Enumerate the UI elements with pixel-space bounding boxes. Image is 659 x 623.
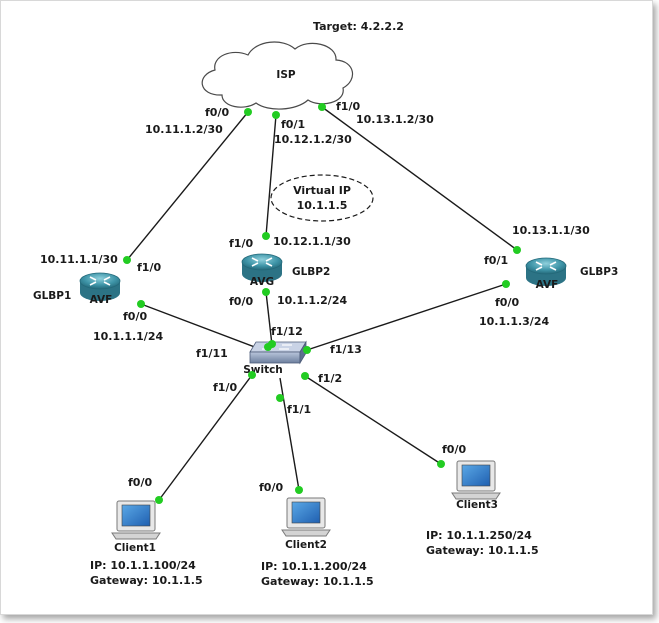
label-r1-f10: f1/0 <box>137 261 161 274</box>
port-dot <box>268 340 276 348</box>
label-r2-f10: f1/0 <box>229 237 253 250</box>
link-glbp3-switch <box>306 283 507 351</box>
port-dot <box>248 371 256 379</box>
label-r3-f01: f0/1 <box>484 254 508 267</box>
client-ip: IP: 10.1.1.250/24 <box>426 529 532 542</box>
link-switch-client1 <box>158 374 253 501</box>
virtual-ip: Virtual IP 10.1.1.5 <box>270 174 374 222</box>
router-role: AVF <box>90 294 113 306</box>
target-label: Target: 4.2.2.2 <box>313 20 404 33</box>
label-net-13-1: 10.13.1.1/30 <box>512 224 590 237</box>
router-glbp1[interactable]: AVF GLBP1 <box>33 272 121 306</box>
client1[interactable]: Client1 IP: 10.1.1.100/24 Gateway: 10.1.… <box>90 500 203 587</box>
label-r2-lan: 10.1.1.2/24 <box>277 294 347 307</box>
link-isp-glbp3 <box>321 106 518 251</box>
port-dot <box>272 111 280 119</box>
links <box>126 106 518 501</box>
label-r1-lan: 10.1.1.1/24 <box>93 330 163 343</box>
port-dot <box>295 486 303 494</box>
link-isp-glbp1 <box>126 111 249 261</box>
port-dot <box>123 256 131 264</box>
label-sw-f10: f1/0 <box>213 381 237 394</box>
router-role: AVF <box>536 279 559 291</box>
label-r1-f00: f0/0 <box>123 310 147 323</box>
virtual-ip-title: Virtual IP <box>293 184 351 197</box>
client-gateway: Gateway: 10.1.1.5 <box>90 574 203 587</box>
label-c2-f00: f0/0 <box>259 481 283 494</box>
client-name: Client2 <box>285 539 327 551</box>
router-name: GLBP1 <box>33 290 71 302</box>
link-glbp1-switch <box>140 303 269 353</box>
port-dot <box>318 103 326 111</box>
port-dot <box>262 288 270 296</box>
pc-icon <box>281 497 331 537</box>
interface-labels: f0/0 f0/1 f1/0 10.11.1.2/30 10.12.1.2/30… <box>40 100 590 494</box>
link-glbp2-switch <box>265 291 273 346</box>
client-name: Client3 <box>456 499 498 511</box>
label-isp-f01: f0/1 <box>281 118 305 131</box>
router-name: GLBP3 <box>580 266 618 278</box>
label-sw-f12: f1/2 <box>318 372 342 385</box>
client-ip: IP: 10.1.1.200/24 <box>261 560 367 573</box>
interface-dots <box>123 103 521 504</box>
label-net-13-2: 10.13.1.2/30 <box>356 113 434 126</box>
client-gateway: Gateway: 10.1.1.5 <box>261 575 374 588</box>
pc-icon <box>111 500 161 540</box>
port-dot <box>137 300 145 308</box>
router-glbp3[interactable]: AVF GLBP3 <box>525 257 618 291</box>
client-ip: IP: 10.1.1.100/24 <box>90 559 196 572</box>
virtual-ip-address: 10.1.1.5 <box>297 199 348 212</box>
label-net-12-1: 10.12.1.1/30 <box>273 235 351 248</box>
client-name: Client1 <box>114 542 156 554</box>
router-glbp2[interactable]: AVG GLBP2 <box>241 253 330 288</box>
port-dot <box>513 246 521 254</box>
label-net-11-1: 10.11.1.1/30 <box>40 253 118 266</box>
label-c1-f00: f0/0 <box>128 476 152 489</box>
label-sw-f113: f1/13 <box>330 343 362 356</box>
isp-cloud-icon[interactable]: ISP <box>201 41 353 110</box>
label-sw-f111: f1/11 <box>196 347 228 360</box>
label-r2-f00: f0/0 <box>229 295 253 308</box>
port-dot <box>276 394 284 402</box>
port-dot <box>437 460 445 468</box>
router-name: GLBP2 <box>292 266 330 278</box>
client-gateway: Gateway: 10.1.1.5 <box>426 544 539 557</box>
label-net-11-2: 10.11.1.2/30 <box>145 123 223 136</box>
port-dot <box>244 108 252 116</box>
port-dot <box>155 496 163 504</box>
port-dot <box>262 232 270 240</box>
pc-icon <box>451 460 501 500</box>
label-net-12-2: 10.12.1.2/30 <box>274 133 352 146</box>
client3[interactable]: Client3 IP: 10.1.1.250/24 Gateway: 10.1.… <box>426 460 539 557</box>
link-switch-client3 <box>304 375 442 465</box>
port-dot <box>303 346 311 354</box>
label-sw-f112: f1/12 <box>271 325 303 338</box>
label-isp-f10: f1/0 <box>336 100 360 113</box>
isp-label: ISP <box>276 69 295 81</box>
router-role: AVG <box>250 276 274 288</box>
label-r3-f00: f0/0 <box>495 296 519 309</box>
label-c3-f00: f0/0 <box>442 443 466 456</box>
link-switch-client2 <box>279 377 300 491</box>
label-r3-lan: 10.1.1.3/24 <box>479 315 549 328</box>
port-dot <box>301 372 309 380</box>
port-dot <box>502 280 510 288</box>
client2[interactable]: Client2 IP: 10.1.1.200/24 Gateway: 10.1.… <box>261 497 374 588</box>
link-isp-glbp2 <box>265 114 277 237</box>
label-sw-f11: f1/1 <box>287 403 311 416</box>
label-isp-f00: f0/0 <box>205 106 229 119</box>
